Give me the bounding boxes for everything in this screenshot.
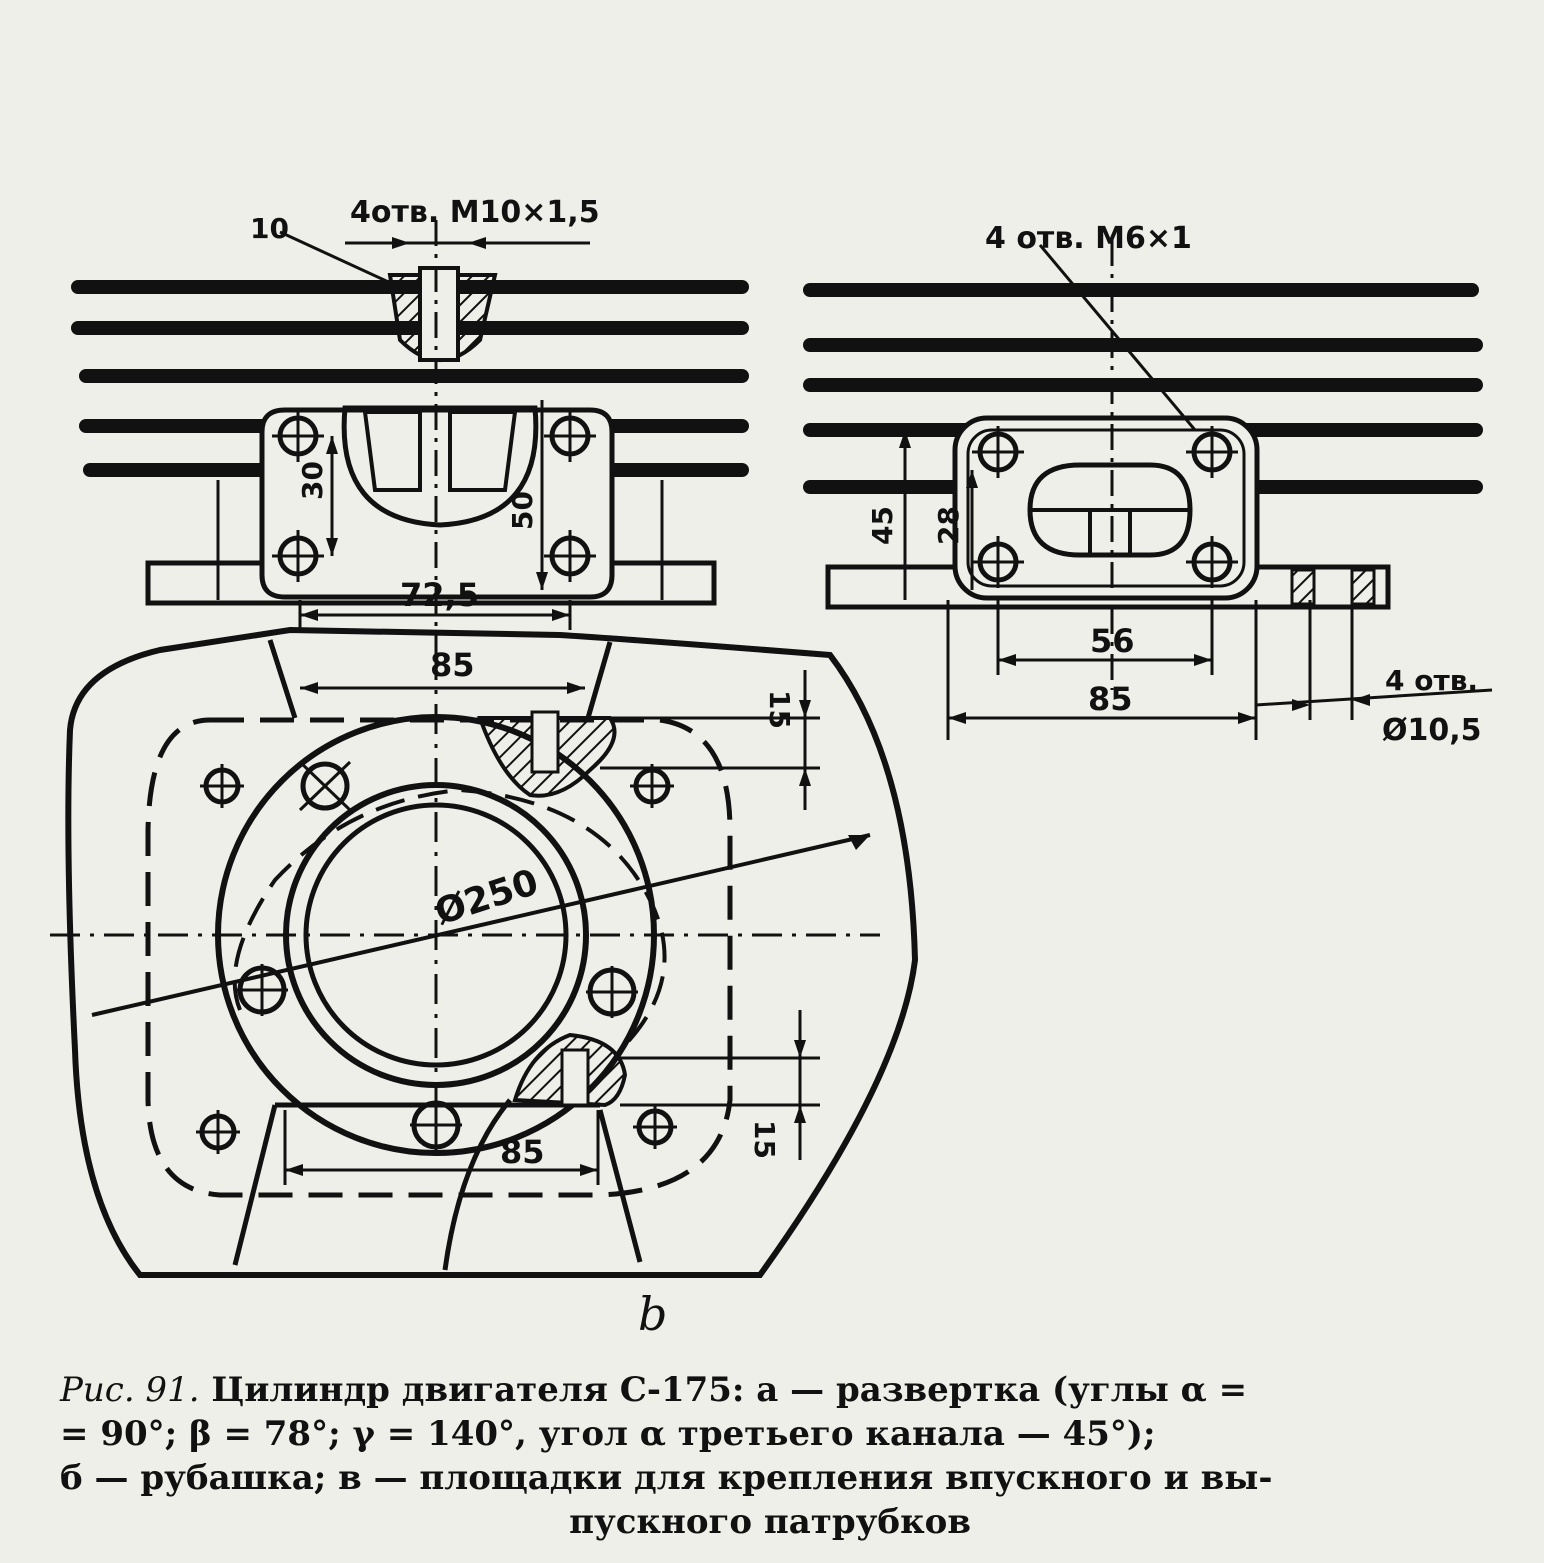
caption-line1: Цилиндр двигателя С-175: а — развертка (… <box>211 1370 1248 1410</box>
dim-28-label: 28 <box>932 506 965 545</box>
right-pad-holes <box>972 426 1238 588</box>
caption-line2: = 90°; β = 78°; γ = 140°, угол α третьег… <box>60 1414 1156 1454</box>
top-callout-label: 4отв. М10×1,5 <box>350 195 600 230</box>
jacket-view <box>50 626 919 1278</box>
dim-56-label: 56 <box>1090 622 1135 660</box>
jacket-corner-holes <box>196 764 677 1154</box>
left-port-outline <box>341 405 539 528</box>
jacket-ring-holes <box>236 760 638 1151</box>
figure-number: Рис. 91. <box>60 1370 200 1410</box>
jacket-dimension-lines <box>283 670 820 1185</box>
right-callout-label: 4 отв. М6×1 <box>985 221 1192 256</box>
jacket-outer-contour <box>65 626 919 1278</box>
dim-85-top-label: 85 <box>430 646 475 684</box>
top-ref-label: 10 <box>250 212 289 245</box>
dim-50-label: 50 <box>506 491 539 530</box>
jacket-dashed-contour <box>145 717 733 1198</box>
left-flange-holes <box>272 410 596 582</box>
dim-15-top-label: 15 <box>763 690 796 729</box>
caption-line3: б — рубашка; в — площадки для крепления … <box>60 1458 1273 1498</box>
left-fin-view <box>71 220 749 660</box>
dim-45-label: 45 <box>866 506 899 545</box>
holes-note-line2: Ø10,5 <box>1382 713 1482 748</box>
technical-drawing: 4отв. М10×1,5 10 30 50 72,5 <box>50 195 1493 1341</box>
right-fin-view <box>803 240 1493 740</box>
figure-caption: Рис. 91. Цилиндр двигателя С-175: а — ра… <box>60 1368 1480 1544</box>
right-port-oval <box>1027 462 1193 558</box>
left-dimension-lines <box>216 230 664 630</box>
dim-15-bottom-label: 15 <box>748 1120 781 1159</box>
dim-85-right-label: 85 <box>1088 680 1133 718</box>
holes-note-line1: 4 отв. <box>1385 664 1478 697</box>
view-letter-b: b <box>638 1287 667 1341</box>
dim-30-label: 30 <box>296 461 329 500</box>
dim-72-5-label: 72,5 <box>400 576 479 614</box>
caption-line4: пускного патрубков <box>569 1502 971 1542</box>
dim-85-bottom-label: 85 <box>500 1133 545 1171</box>
